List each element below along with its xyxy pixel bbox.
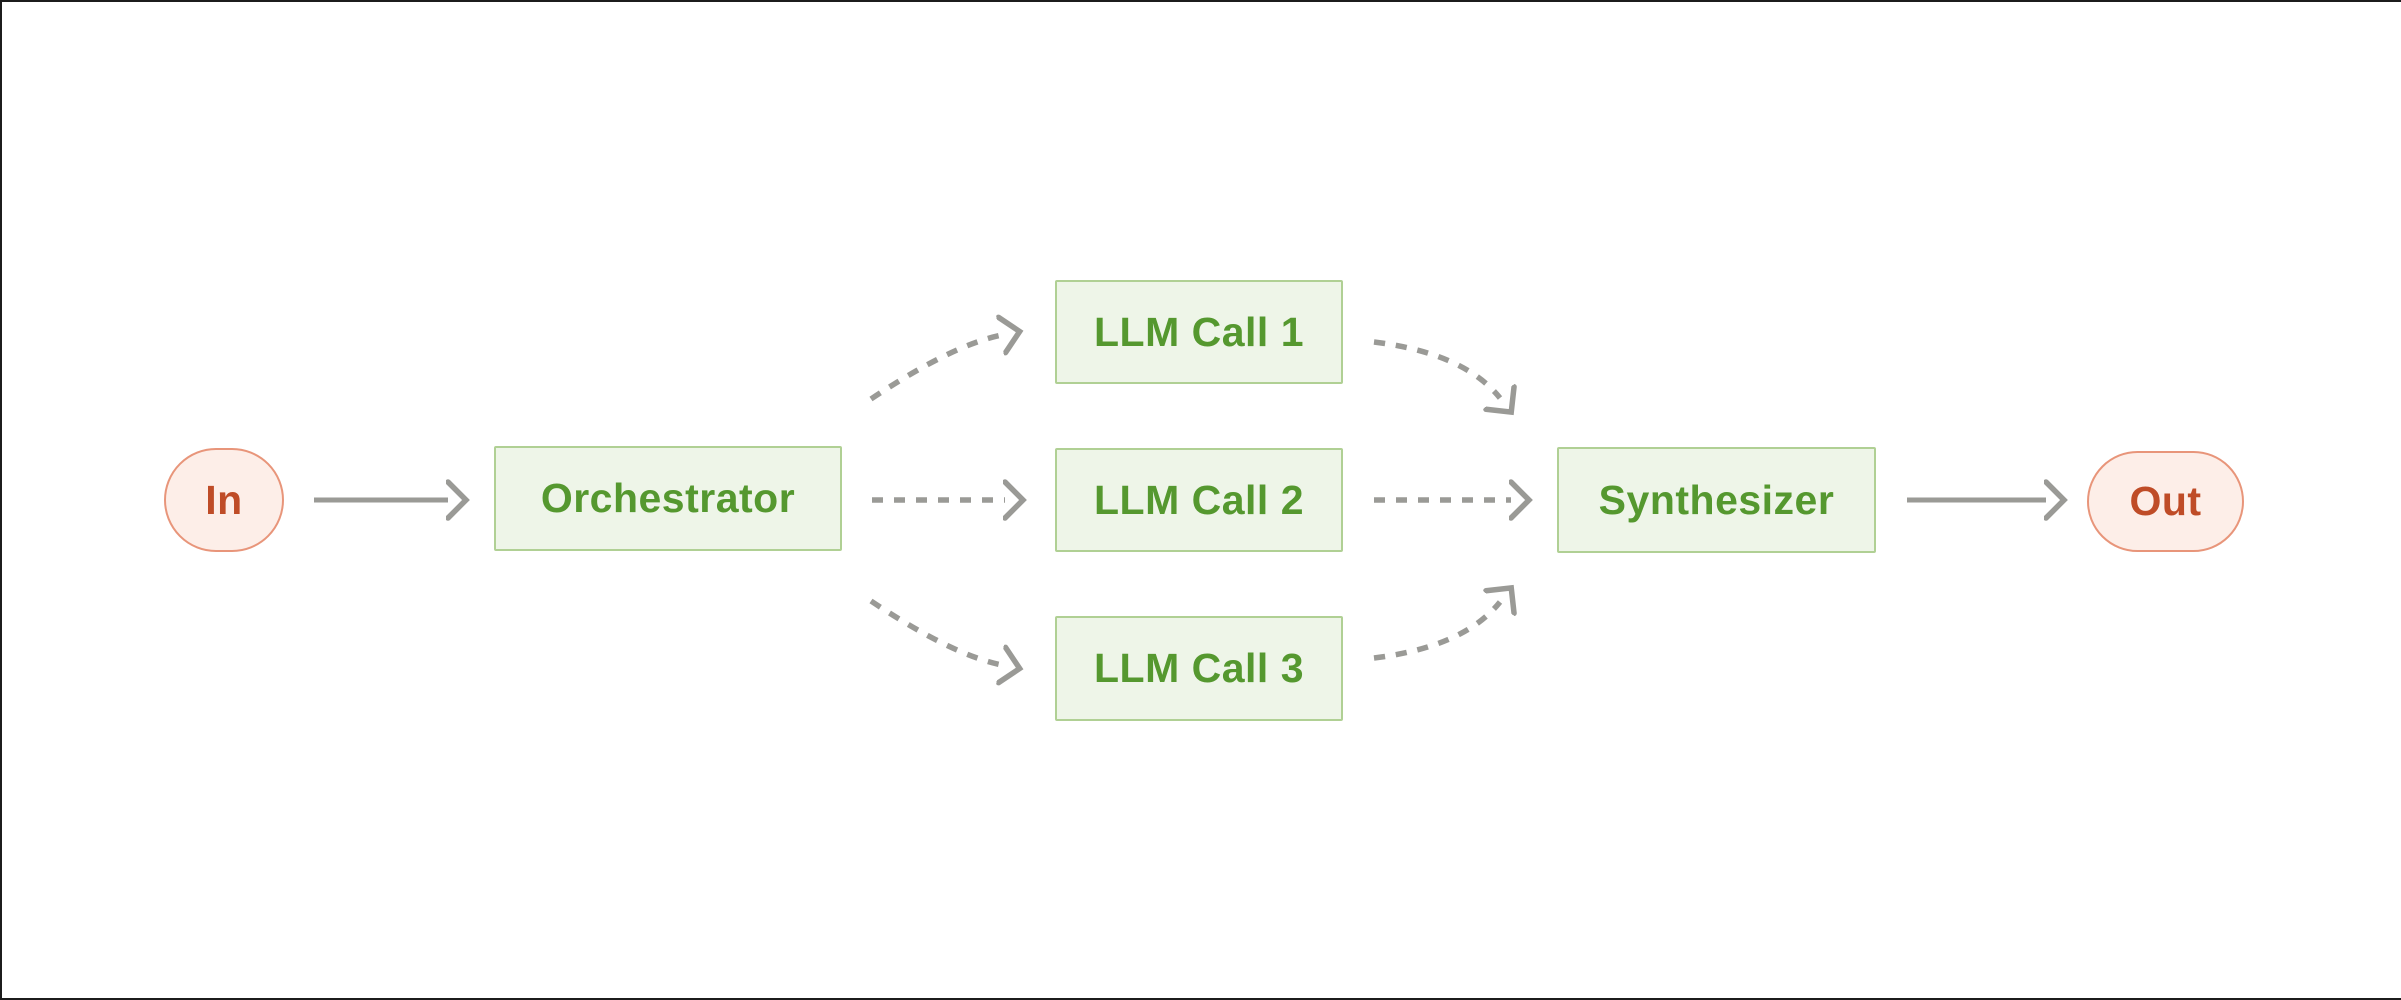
arrow-llm1-to-synthesizer: [1373, 339, 1500, 398]
node-llm-call-2-label: LLM Call 2: [1093, 476, 1305, 523]
node-synthesizer-label: Synthesizer: [1598, 476, 1835, 523]
node-in-label: In: [205, 476, 243, 523]
node-llm-call-2: LLM Call 2: [1055, 448, 1343, 552]
arrow-orchestrator-to-llm1: [869, 335, 1002, 402]
node-in: In: [164, 448, 284, 552]
node-llm-call-3: LLM Call 3: [1055, 616, 1343, 721]
node-llm-call-1-label: LLM Call 1: [1093, 308, 1305, 355]
node-out-label: Out: [2129, 478, 2202, 524]
arrow-llm3-to-synthesizer: [1373, 602, 1500, 661]
node-llm-call-1: LLM Call 1: [1055, 280, 1343, 384]
node-orchestrator: Orchestrator: [494, 446, 842, 551]
arrow-orchestrator-to-llm3: [869, 598, 1002, 665]
node-llm-call-3-label: LLM Call 3: [1093, 645, 1305, 691]
node-orchestrator-label: Orchestrator: [540, 475, 796, 521]
node-synthesizer: Synthesizer: [1557, 447, 1876, 553]
node-out: Out: [2087, 451, 2244, 552]
